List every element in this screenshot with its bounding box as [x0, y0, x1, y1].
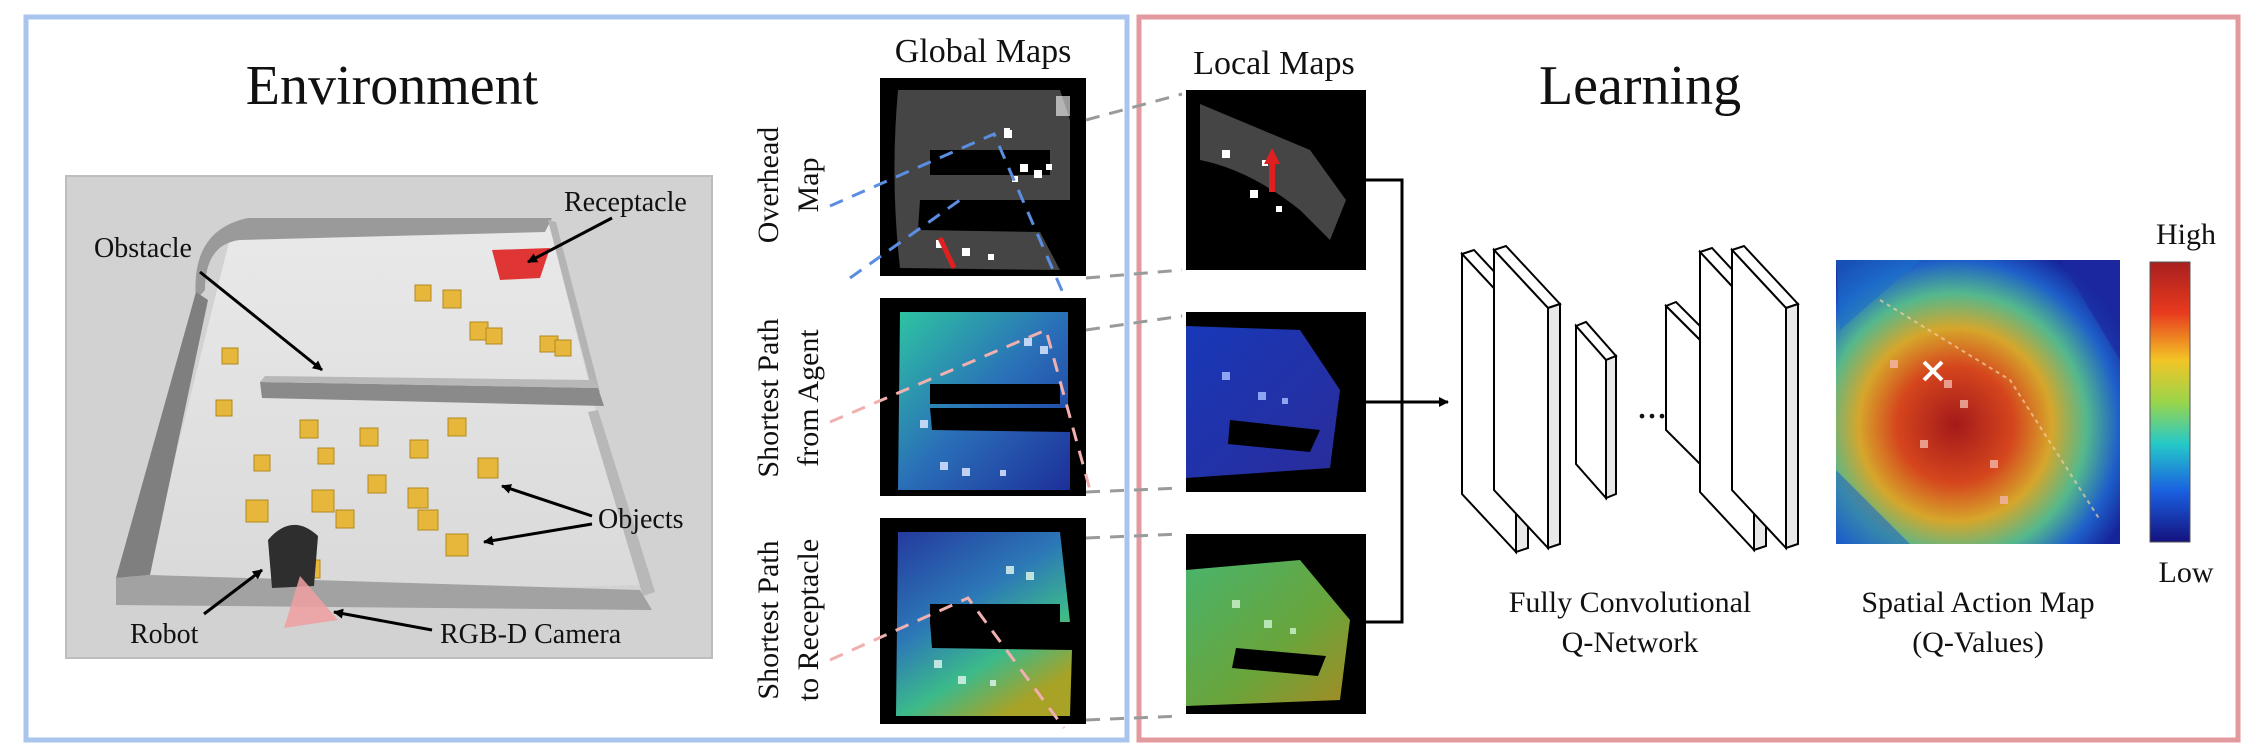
row-label-receptacle-line1: Shortest Path [752, 540, 785, 699]
network-label-line1: Fully Convolutional [1509, 586, 1752, 619]
row-label-to-receptacle: Shortest Path to Receptacle [752, 539, 825, 701]
scale-low-label: Low [2159, 556, 2214, 589]
global-map-from-agent [880, 298, 1086, 496]
network-ellipsis: ... [1637, 382, 1667, 427]
global-maps-title: Global Maps [895, 33, 1072, 70]
color-scale-bar [2149, 261, 2191, 543]
camera-frustum [284, 576, 338, 628]
arrow-objects-upper [501, 484, 593, 518]
wall-right-lower [588, 410, 655, 596]
local-map-from-agent [1186, 312, 1366, 492]
learning-title: Learning [1539, 55, 1741, 117]
arrow-camera [333, 608, 433, 632]
global-map-overhead [880, 78, 1086, 276]
row-label-overhead: Overhead Map [752, 127, 825, 244]
scale-high-label: High [2156, 218, 2216, 251]
robot-body [268, 524, 318, 588]
global-map-to-receptacle [880, 518, 1086, 724]
label-robot: Robot [130, 619, 199, 650]
local-map-overhead [1186, 90, 1366, 270]
row-label-agent-line2: from Agent [792, 329, 825, 467]
agent-heading-arrow [937, 236, 957, 270]
row-label-agent-line1: Shortest Path [752, 318, 785, 477]
row-label-from-agent: Shortest Path from Agent [752, 318, 825, 477]
dashed-connectors [829, 92, 1183, 729]
learning-panel-border [1136, 14, 2241, 743]
arrow-obstacle [199, 270, 323, 372]
arrow-receptacle [527, 216, 613, 264]
network-label-line2: Q-Network [1562, 626, 1699, 659]
row-label-receptacle-line2: to Receptacle [792, 539, 825, 701]
label-receptacle: Receptacle [564, 187, 687, 218]
environment-panel-border [23, 14, 1130, 743]
merge-bracket [1366, 178, 1404, 624]
wall-top [195, 218, 552, 300]
action-map-label-line2: (Q-Values) [1912, 626, 2044, 659]
wall-right-upper [548, 220, 600, 392]
obstacle-wall [260, 382, 604, 406]
label-objects: Objects [598, 504, 684, 535]
local-map-to-receptacle [1186, 534, 1366, 714]
local-maps-title: Local Maps [1193, 45, 1354, 82]
environment-scene [65, 175, 713, 659]
selected-action-marker [1922, 360, 1944, 382]
q-network-diagram [1460, 244, 1800, 555]
label-camera: RGB-D Camera [440, 619, 622, 650]
wall-bottom [116, 575, 652, 610]
action-map-label-line1: Spatial Action Map [1861, 586, 2094, 619]
arrow-objects-lower [483, 522, 593, 546]
wall-left [116, 292, 208, 578]
label-obstacle: Obstacle [94, 233, 192, 264]
row-label-overhead-line2: Map [792, 158, 825, 213]
environment-title: Environment [246, 55, 539, 117]
spatial-action-map [1836, 260, 2120, 544]
arrow-robot [203, 568, 263, 616]
row-label-overhead-line1: Overhead [752, 127, 785, 244]
